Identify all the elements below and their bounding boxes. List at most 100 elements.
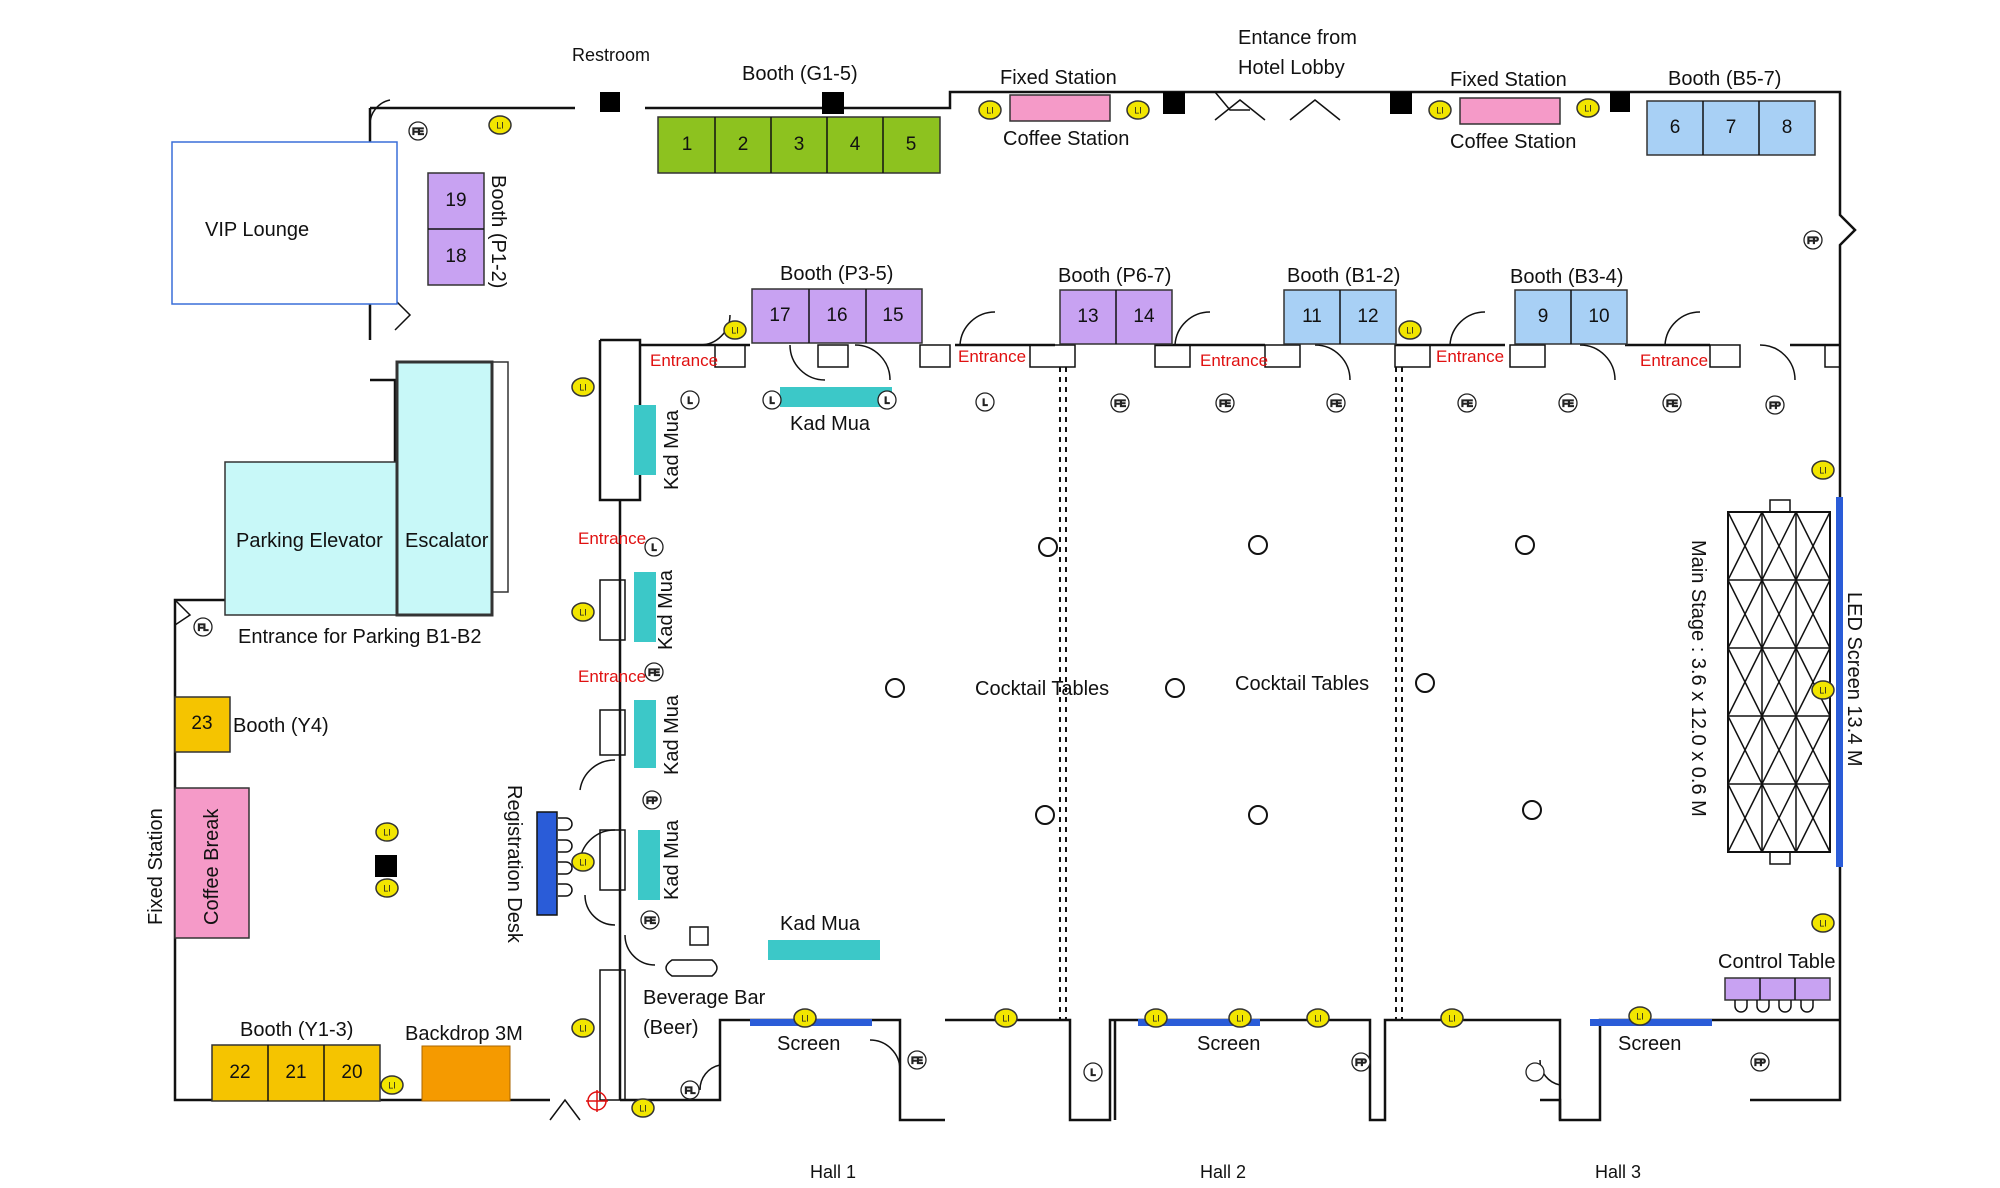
fire-point-icon: FP <box>1803 230 1823 250</box>
cocktail-table <box>1165 678 1185 698</box>
booth-12: 12 <box>1357 306 1378 327</box>
fixed-station-label-3: Fixed Station <box>145 808 167 925</box>
kad-mua-bar-2 <box>634 572 656 642</box>
kad-mua-bar-top <box>780 387 892 407</box>
svg-text:LI: LI <box>1819 918 1827 928</box>
kad-mua-label-1: Kad Mua <box>661 409 683 490</box>
lamp-icon: L <box>680 390 700 410</box>
booth-group-b57: 6 7 8 <box>1646 100 1816 156</box>
svg-text:LI: LI <box>383 883 391 893</box>
booth-15: 15 <box>882 305 903 326</box>
svg-text:LI: LI <box>1134 105 1142 115</box>
svg-text:LI: LI <box>1448 1013 1456 1023</box>
lamp-icon: L <box>975 392 995 412</box>
light-icon: LI <box>994 1008 1018 1028</box>
vip-lounge <box>171 141 398 305</box>
booth-7: 7 <box>1726 117 1737 138</box>
fire-extinguisher-icon: FE <box>640 910 660 930</box>
booth-13: 13 <box>1077 306 1098 327</box>
svg-text:L: L <box>884 395 889 405</box>
svg-text:FE: FE <box>412 126 424 136</box>
svg-text:LI: LI <box>579 607 587 617</box>
booth-4: 4 <box>850 134 861 155</box>
svg-text:FE: FE <box>1219 398 1231 408</box>
light-icon: LI <box>793 1008 817 1028</box>
coffee-station-label-1: Coffee Station <box>1003 128 1129 150</box>
svg-text:FE: FE <box>1114 398 1126 408</box>
cocktail-table <box>1248 535 1268 555</box>
booth-20: 20 <box>341 1062 362 1083</box>
entrance-parking-label: Entrance for Parking B1-B2 <box>238 626 481 648</box>
fire-extinguisher-icon: FE <box>1110 393 1130 413</box>
svg-text:FP: FP <box>1769 400 1781 410</box>
svg-text:FE: FE <box>1330 398 1342 408</box>
fire-point-icon: FP <box>1765 395 1785 415</box>
cocktail-table <box>1038 537 1058 557</box>
booth-y13-label: Booth (Y1-3) <box>240 1019 353 1041</box>
kad-mua-label-bottom: Kad Mua <box>780 913 861 935</box>
hall1-label: Hall 1 <box>810 1162 856 1182</box>
booth-p67-label: Booth (P6-7) <box>1058 265 1171 287</box>
light-icon: LI <box>1144 1008 1168 1028</box>
escalator-rail <box>491 361 509 593</box>
svg-text:FP: FP <box>646 795 658 805</box>
cocktail-table <box>1515 535 1535 555</box>
svg-text:LI: LI <box>1584 103 1592 113</box>
svg-text:LI: LI <box>496 120 504 130</box>
lamp-icon: L <box>644 537 664 557</box>
led-screen <box>1836 497 1843 867</box>
booth-group-g15: 1 2 3 4 5 <box>657 116 941 174</box>
fire-extinguisher-icon: FE <box>644 662 664 682</box>
svg-text:L: L <box>687 395 692 405</box>
entrance-label-2: Entrance <box>958 347 1026 366</box>
light-icon: LI <box>1811 460 1835 480</box>
booth-3: 3 <box>794 134 805 155</box>
booth-2: 2 <box>738 134 749 155</box>
booth-b12-label: Booth (B1-2) <box>1287 265 1400 287</box>
svg-text:LI: LI <box>1636 1011 1644 1021</box>
light-icon: LI <box>571 852 595 872</box>
beverage-bar-label-1: Beverage Bar <box>643 987 766 1009</box>
light-icon: LI <box>1811 913 1835 933</box>
light-icon: LI <box>571 602 595 622</box>
backdrop-label: Backdrop 3M <box>405 1023 523 1045</box>
svg-text:LI: LI <box>1314 1013 1322 1023</box>
booth-y4-label: Booth (Y4) <box>233 715 329 737</box>
booth-23-number: 23 <box>191 713 212 734</box>
hall2-label: Hall 2 <box>1200 1162 1246 1182</box>
lamp-icon: L <box>1083 1062 1103 1082</box>
screen-label-hall1: Screen <box>777 1033 840 1055</box>
svg-text:LI: LI <box>383 827 391 837</box>
svg-text:LI: LI <box>1436 105 1444 115</box>
cocktail-table <box>1522 800 1542 820</box>
entrance-label-6: Entrance <box>578 529 646 548</box>
light-icon: LI <box>723 320 747 340</box>
kad-mua-label-3: Kad Mua <box>661 694 683 775</box>
fixed-station-label-2: Fixed Station <box>1450 69 1567 91</box>
entrance-lobby-label-2: Hotel Lobby <box>1238 57 1345 79</box>
svg-text:LI: LI <box>388 1080 396 1090</box>
fire-extinguisher-icon: FE <box>1457 393 1477 413</box>
svg-text:FP: FP <box>1355 1057 1367 1067</box>
booth-group-b12: 11 12 <box>1283 289 1397 345</box>
fire-extinguisher-icon: FE <box>408 121 428 141</box>
escalator <box>395 360 494 617</box>
screen-label-hall3: Screen <box>1618 1033 1681 1055</box>
lamp-icon: L <box>762 390 782 410</box>
cocktail-table <box>1248 805 1268 825</box>
kad-mua-label-4: Kad Mua <box>661 819 683 900</box>
registration-desk <box>536 811 558 916</box>
beverage-bar-label-2: (Beer) <box>643 1017 699 1039</box>
fire-extinguisher-icon: FE <box>1662 393 1682 413</box>
light-icon: LI <box>631 1098 655 1118</box>
blank-marker-icon <box>1525 1062 1545 1082</box>
screen-hall3 <box>1590 1019 1712 1026</box>
light-icon: LI <box>375 878 399 898</box>
booth-group-p67: 13 14 <box>1059 289 1173 345</box>
svg-text:LI: LI <box>1002 1013 1010 1023</box>
coffee-station-label-2: Coffee Station <box>1450 131 1576 153</box>
booth-16: 16 <box>826 305 847 326</box>
booth-group-p35: 17 16 15 <box>751 288 923 344</box>
svg-text:LI: LI <box>639 1103 647 1113</box>
